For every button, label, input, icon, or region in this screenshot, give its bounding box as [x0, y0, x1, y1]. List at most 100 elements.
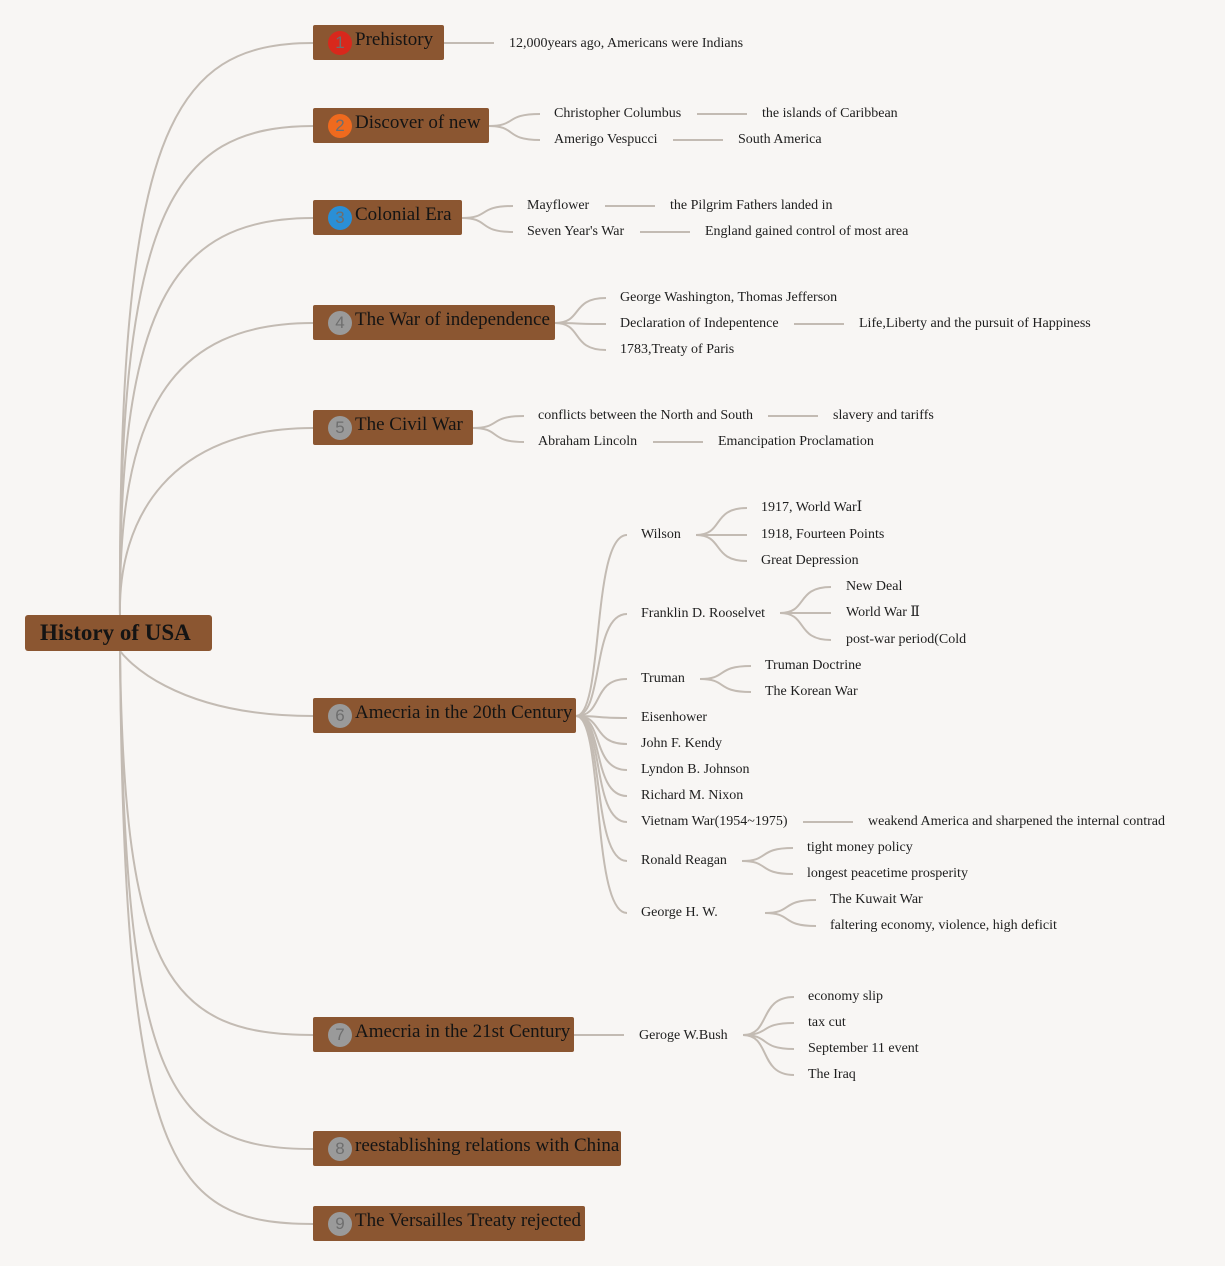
topic-label: Colonial Era [355, 204, 452, 225]
topic-label: reestablishing relations with China [355, 1135, 620, 1156]
subtopic[interactable]: tax cut [808, 1015, 846, 1030]
number-marker-icon: 9 [328, 1212, 352, 1236]
subtopic[interactable]: South America [738, 132, 822, 147]
number-marker-icon: 7 [328, 1023, 352, 1047]
connector-line [119, 650, 314, 717]
topic-relations-with-china[interactable]: 8 reestablishing relations with China [313, 1131, 621, 1166]
number-marker-icon: 4 [328, 311, 352, 335]
subtopic[interactable]: Truman Doctrine [765, 658, 862, 673]
topic-discover-of-new[interactable]: 2 Discover of new [313, 108, 489, 143]
connector-line [554, 322, 607, 351]
connector-line [119, 650, 314, 1150]
topic-20th-century[interactable]: 6 Amecria in the 20th Century [313, 698, 576, 733]
connector-line [118, 427, 314, 616]
subtopic[interactable]: the islands of Caribbean [762, 106, 898, 121]
subtopic[interactable]: Life,Liberty and the pursuit of Happines… [859, 316, 1091, 331]
subtopic[interactable]: Geroge W.Bush [639, 1028, 728, 1043]
subtopic[interactable]: September 11 event [808, 1041, 919, 1056]
subtopic[interactable]: conflicts between the North and South [538, 408, 754, 423]
topic-label: Discover of new [355, 112, 481, 133]
subtopic[interactable]: World War Ⅱ [846, 605, 920, 620]
subtopic[interactable]: post-war period(Cold [846, 632, 967, 647]
connector-line [575, 534, 628, 717]
subtopic[interactable]: 12,000years ago, Americans were Indians [509, 36, 744, 51]
subtopic[interactable]: Lyndon B. Johnson [641, 762, 750, 777]
subtopic[interactable]: The Iraq [808, 1067, 856, 1082]
subtopic[interactable]: 1783,Treaty of Paris [620, 342, 735, 357]
connector-line [472, 427, 525, 443]
topic-prehistory[interactable]: 1 Prehistory [313, 25, 444, 60]
subtopic[interactable]: tight money policy [807, 840, 913, 855]
root-topic-label: History of USA [40, 620, 191, 645]
subtopic[interactable]: Truman [641, 671, 685, 686]
connector-line [695, 507, 748, 536]
subtopic[interactable]: Seven Year's War [527, 224, 625, 239]
number-marker-icon: 5 [328, 416, 352, 440]
number-marker-icon: 6 [328, 704, 352, 728]
connector-line [741, 847, 794, 862]
subtopic[interactable]: longest peacetime prosperity [807, 866, 968, 881]
connector-line [488, 125, 541, 141]
subtopic[interactable]: Amerigo Vespucci [554, 132, 658, 147]
subtopic[interactable]: George H. W. [641, 905, 718, 920]
subtopic[interactable]: Christopher Columbus [554, 106, 682, 121]
subtopic[interactable]: slavery and tariffs [833, 408, 934, 423]
subtopic[interactable]: The Kuwait War [830, 892, 923, 907]
subtopic[interactable]: John F. Kendy [641, 736, 722, 751]
number-marker-icon: 1 [328, 31, 352, 55]
number-marker-icon: 3 [328, 206, 352, 230]
subtopic[interactable]: 1918, Fourteen Points [761, 527, 885, 542]
topic-label: The Versailles Treaty rejected [355, 1210, 581, 1231]
subtopic[interactable]: England gained control of most area [705, 224, 909, 239]
topic-civil-war[interactable]: 5 The Civil War [313, 410, 473, 445]
subtopic[interactable]: Richard M. Nixon [641, 788, 744, 803]
number-marker-icon: 2 [328, 114, 352, 138]
connector-line [488, 113, 541, 127]
topic-label: Amecria in the 21st Century [355, 1021, 571, 1042]
topic-21st-century[interactable]: 7 Amecria in the 21st Century [313, 1017, 574, 1052]
subtopic[interactable]: George Washington, Thomas Jefferson [620, 290, 838, 305]
subtopic[interactable]: Declaration of Indepentence [620, 316, 779, 331]
subtopic[interactable]: weakend America and sharpened the intern… [868, 814, 1165, 829]
root-topic[interactable]: History of USA [25, 615, 212, 651]
topic-war-of-independence[interactable]: 4 The War of independence [313, 305, 555, 340]
connector-line [575, 678, 628, 717]
connector-line [118, 42, 314, 616]
subtopic[interactable]: the Pilgrim Fathers landed in [670, 198, 833, 213]
number-marker-icon: 8 [328, 1137, 352, 1161]
connector-line [461, 217, 514, 233]
connector-line [695, 534, 748, 562]
connector-line [779, 586, 832, 614]
subtopic[interactable]: Franklin D. Rooselvet [641, 606, 766, 621]
connector-line [742, 1034, 795, 1076]
connector-line [119, 650, 314, 1225]
subtopic[interactable]: The Korean War [765, 684, 858, 699]
subtopic[interactable]: faltering economy, violence, high defici… [830, 918, 1057, 933]
subtopic[interactable]: Wilson [641, 527, 681, 542]
connector-line [118, 125, 314, 616]
connector-line [119, 650, 314, 1036]
subtopic[interactable]: Ronald Reagan [641, 853, 727, 868]
connector-line [699, 665, 752, 680]
subtopic[interactable]: New Deal [846, 579, 903, 594]
connector-line [699, 678, 752, 693]
topic-colonial-era[interactable]: 3 Colonial Era [313, 200, 462, 235]
subtopic[interactable]: 1917, World WarⅠ [761, 500, 863, 515]
connector-line [742, 996, 795, 1036]
subtopic[interactable]: Abraham Lincoln [538, 434, 638, 449]
connector-line [764, 912, 817, 927]
subtopic[interactable]: Mayflower [527, 198, 590, 213]
topic-label: The Civil War [355, 414, 463, 435]
connector-line [575, 715, 628, 914]
connector-line [118, 217, 314, 616]
subtopic[interactable]: Emancipation Proclamation [718, 434, 874, 449]
connector-line [472, 415, 525, 429]
subtopic[interactable]: economy slip [808, 989, 884, 1004]
subtopic[interactable]: Great Depression [761, 553, 859, 568]
subtopic[interactable]: Vietnam War(1954~1975) [641, 814, 788, 829]
connector-line [779, 612, 832, 641]
topic-versailles-treaty[interactable]: 9 The Versailles Treaty rejected [313, 1206, 585, 1241]
subtopic[interactable]: Eisenhower [641, 710, 708, 725]
